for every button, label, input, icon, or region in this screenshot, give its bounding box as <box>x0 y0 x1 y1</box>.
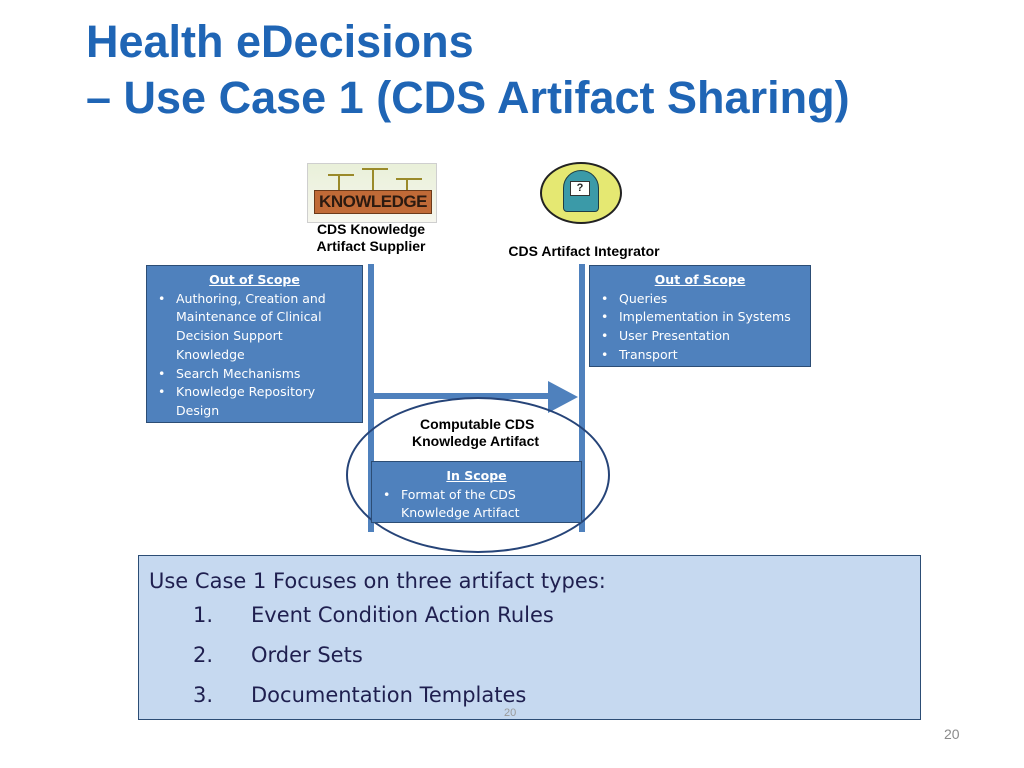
inner-page-number: 20 <box>504 707 517 719</box>
artifact-type-list: 1. Event Condition Action Rules 2. Order S… <box>193 602 554 722</box>
supplier-label-line-1: CDS Knowledge <box>316 221 426 237</box>
slide-title: Health eDecisions – Use Case 1 (CDS Arti… <box>86 14 850 126</box>
scope-list: Queries Implementation in Systems User P… <box>598 290 802 365</box>
knowledge-logo-image: KNOWLEDGE <box>307 163 437 223</box>
robot-body: ? <box>563 170 599 212</box>
scope-item: Queries <box>598 290 802 309</box>
integrator-robot-icon: ? <box>540 162 622 224</box>
focus-heading: Use Case 1 Focuses on three artifact typ… <box>149 569 606 593</box>
title-line-2: – Use Case 1 (CDS Artifact Sharing) <box>86 72 850 123</box>
artifact-label: Computable CDS Knowledge Artifact <box>412 416 568 450</box>
item-number: 1. <box>193 603 214 627</box>
crane-graphic <box>362 168 388 202</box>
scope-item: Transport <box>598 346 802 365</box>
in-scope-box: In Scope Format of the CDS Knowledge Art… <box>371 461 582 523</box>
crane-graphic <box>328 174 354 202</box>
transfer-arrow-shaft <box>374 393 550 399</box>
integrator-lifeline <box>579 264 585 532</box>
artifact-label-line-2: Knowledge Artifact <box>412 433 540 449</box>
scope-item: User Presentation <box>598 327 802 346</box>
artifact-ellipse <box>346 397 610 553</box>
item-text: Documentation Templates <box>251 683 527 707</box>
supplier-lifeline <box>368 264 374 532</box>
slide-page-number: 20 <box>944 726 960 742</box>
scope-list: Authoring, Creation and Maintenance of C… <box>155 290 354 421</box>
artifact-label-line-1: Computable CDS <box>420 416 535 432</box>
item-text: Event Condition Action Rules <box>251 603 554 627</box>
scope-item: Authoring, Creation and Maintenance of C… <box>155 290 354 365</box>
supplier-label: CDS Knowledge Artifact Supplier <box>300 221 442 255</box>
item-text: Order Sets <box>251 643 363 667</box>
scope-item: Format of the CDS Knowledge Artifact <box>380 486 573 523</box>
artifact-type-item: 3. Documentation Templates <box>193 682 554 722</box>
integrator-label: CDS Artifact Integrator <box>508 243 660 259</box>
transfer-arrow-head <box>548 381 578 413</box>
integrator-out-of-scope-box: Out of Scope Queries Implementation in S… <box>589 265 811 367</box>
focus-box: Use Case 1 Focuses on three artifact typ… <box>138 555 921 720</box>
supplier-label-line-2: Artifact Supplier <box>316 238 426 254</box>
scope-heading: Out of Scope <box>209 272 300 287</box>
item-number: 2. <box>193 643 214 667</box>
scope-list: Format of the CDS Knowledge Artifact <box>380 486 573 523</box>
scope-item: Implementation in Systems <box>598 308 802 327</box>
scope-heading: Out of Scope <box>654 272 746 287</box>
supplier-out-of-scope-box: Out of Scope Authoring, Creation and Mai… <box>146 265 363 423</box>
question-mark-icon: ? <box>570 181 590 196</box>
artifact-type-item: 2. Order Sets <box>193 642 554 682</box>
artifact-type-item: 1. Event Condition Action Rules <box>193 602 554 642</box>
scope-item: Search Mechanisms <box>155 365 354 384</box>
item-number: 3. <box>193 683 214 707</box>
knowledge-logo-text: KNOWLEDGE <box>314 190 432 214</box>
title-line-1: Health eDecisions <box>86 16 474 67</box>
scope-heading: In Scope <box>446 468 507 483</box>
scope-item: Knowledge Repository Design <box>155 383 354 420</box>
